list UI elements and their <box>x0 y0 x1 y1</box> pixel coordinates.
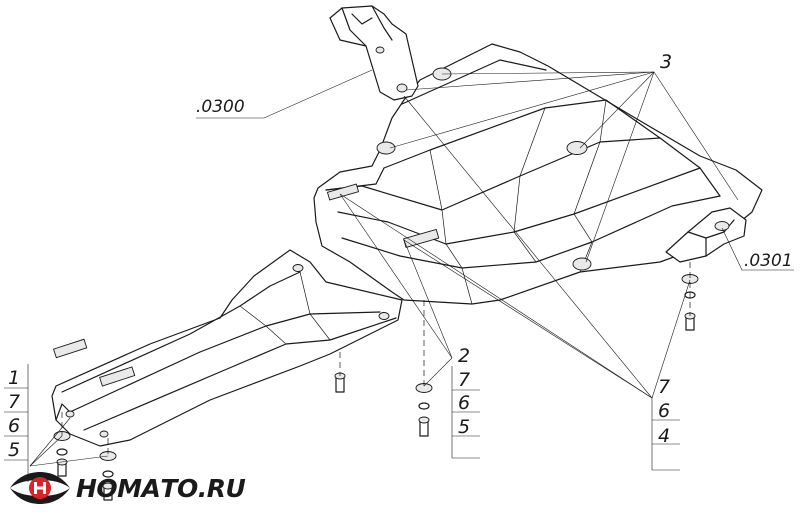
bracket-0300 <box>329 5 419 101</box>
bracket-0301 <box>665 207 747 263</box>
part-code-0301: .0301 <box>744 251 793 271</box>
front-skid-plate <box>51 249 403 447</box>
callout-right-2: 6 <box>658 400 670 422</box>
callout-middle-3: 6 <box>458 392 470 414</box>
main-plate-holes <box>326 67 592 271</box>
brand-emblem-icon <box>10 472 70 504</box>
callout-left-1: 1 <box>8 367 20 389</box>
callout-middle-4: 5 <box>458 416 470 438</box>
callout-left-4: 5 <box>8 439 20 461</box>
brand-text: НОМАТО.RU <box>76 473 246 503</box>
leader-lines <box>29 69 794 467</box>
callout-3: 3 <box>660 51 672 73</box>
callout-right-1: 7 <box>658 376 670 398</box>
hardware-middle <box>415 383 433 437</box>
callout-middle-2: 7 <box>458 369 470 391</box>
callout-middle-1: 2 <box>458 345 470 367</box>
brand-logo: НОМАТО.RU <box>8 468 246 508</box>
callout-frames <box>4 364 680 482</box>
part-code-0300: .0300 <box>196 97 245 117</box>
callout-left-3: 6 <box>8 415 20 437</box>
assembly-axes <box>61 262 691 456</box>
callout-right-3: 4 <box>658 425 670 447</box>
front-plate-holes <box>52 264 390 438</box>
callout-left-2: 7 <box>8 391 20 413</box>
